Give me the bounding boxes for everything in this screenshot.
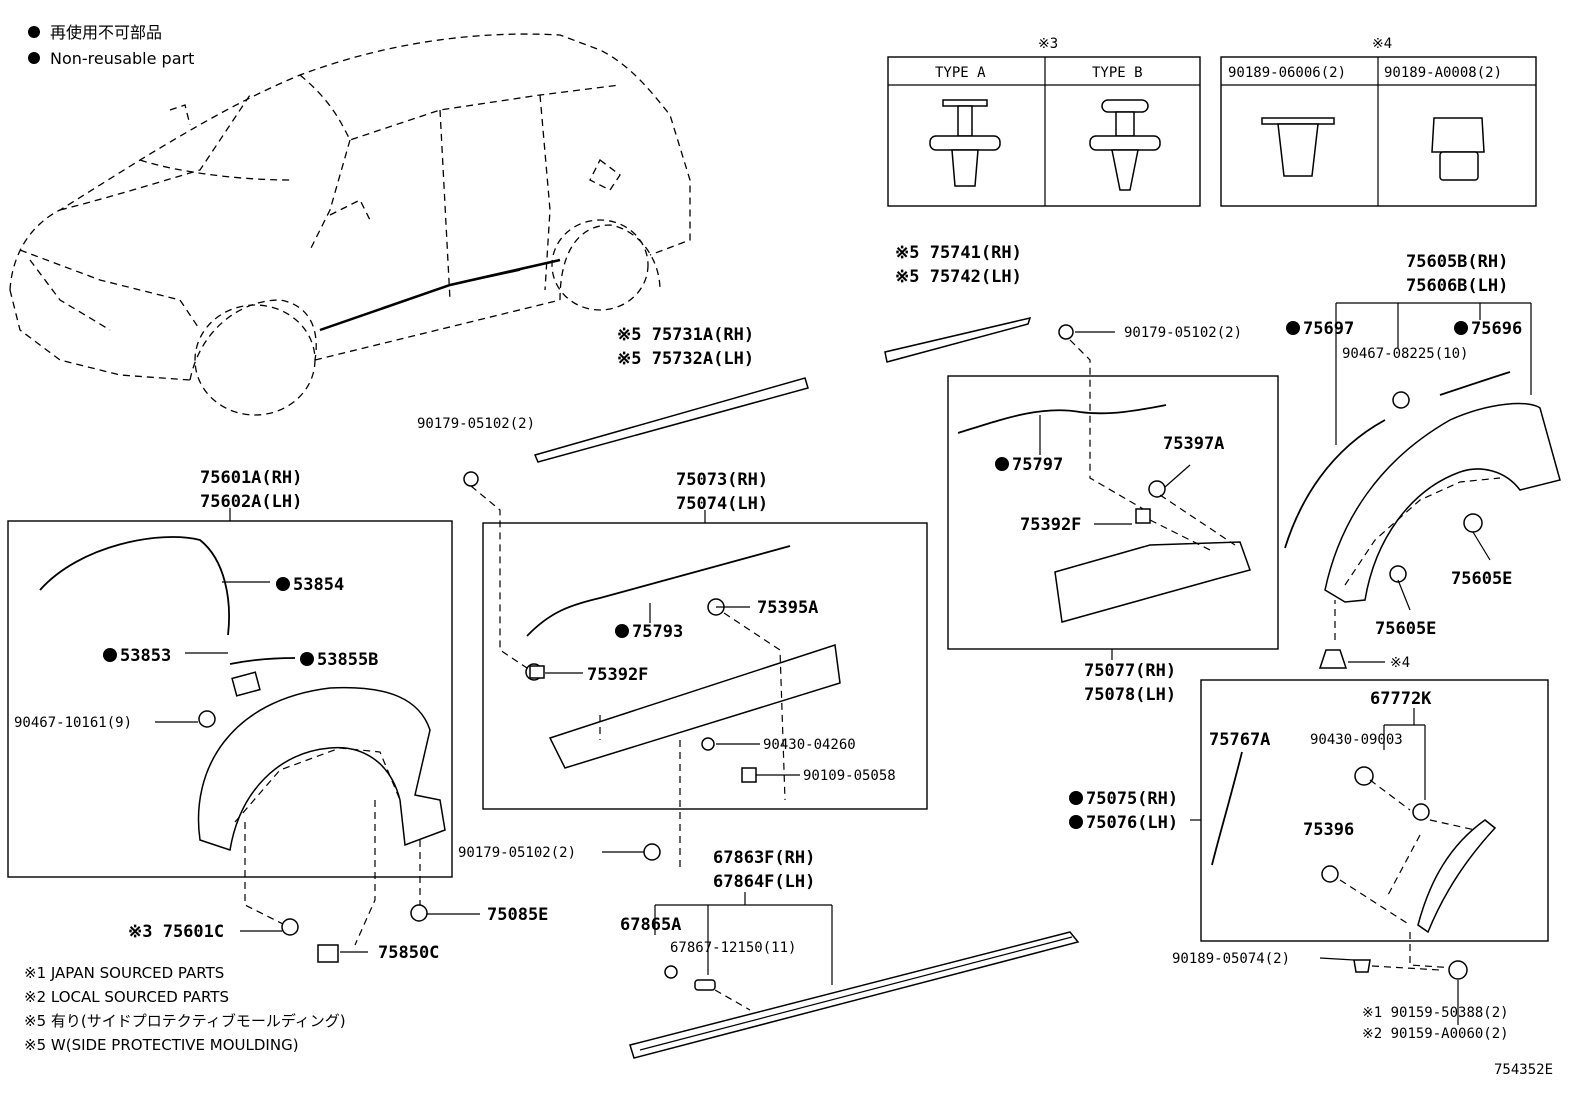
label-75732a: ※5 75732A(LH): [617, 349, 754, 369]
label-90189-05074: 90189-05074(2): [1172, 951, 1290, 967]
clip-1-header: 90189-06006(2): [1228, 65, 1346, 81]
vehicle-outline: [9, 33, 691, 416]
moulding-67863f: [602, 843, 1080, 1059]
legend: 再使用不可部品 Non-reusable part: [28, 23, 194, 68]
label-90430-09003: 90430-09003: [1310, 732, 1403, 748]
non-reusable-dots: [103, 321, 1468, 829]
label-90179-mid: 90179-05102(2): [417, 416, 535, 432]
label-53855b: 53855B: [317, 650, 378, 670]
small-parts-bottom-left: [240, 904, 480, 963]
label-90430-04260: 90430-04260: [763, 737, 856, 753]
label-53853: 53853: [120, 646, 171, 666]
label-marker-4: ※4: [1390, 655, 1410, 671]
marker-3: ※3: [1038, 36, 1058, 52]
label-90179-bottom: 90179-05102(2): [458, 845, 576, 861]
clips-bottom-right: [1319, 957, 1468, 1025]
note-2: ※2 LOCAL SOURCED PARTS: [24, 988, 229, 1006]
label-67865a: 67865A: [620, 915, 681, 935]
type-a-header: TYPE A: [935, 65, 986, 81]
dashed-leaders-upper: [463, 324, 1146, 671]
label-75605e-b: 75605E: [1375, 619, 1436, 639]
label-75395a: 75395A: [757, 598, 818, 618]
box-75601a: [7, 508, 453, 946]
label-75731a: ※5 75731A(RH): [617, 325, 754, 345]
label-75085e: 75085E: [487, 905, 548, 925]
label-75602a: 75602A(LH): [200, 492, 302, 512]
label-90109-05058: 90109-05058: [803, 768, 896, 784]
fender-75605b: [1284, 302, 1561, 669]
note-1: ※1 JAPAN SOURCED PARTS: [24, 964, 224, 982]
label-75392f-right: 75392F: [1020, 515, 1081, 535]
label-75397a: 75397A: [1163, 434, 1224, 454]
part-labels: ※5 75741(RH) ※5 75742(LH) ※5 75731A(RH) …: [14, 243, 1522, 1042]
label-90467-08225: 90467-08225(10): [1342, 346, 1468, 362]
label-67864f: 67864F(LH): [713, 872, 815, 892]
moulding-75731a: [533, 377, 809, 463]
label-75396: 75396: [1303, 820, 1354, 840]
clip-90189-a0008-icon: [1431, 117, 1485, 181]
marker-4: ※4: [1372, 36, 1392, 52]
label-75605b: 75605B(RH): [1406, 252, 1508, 272]
clip-2-header: 90189-A0008(2): [1384, 65, 1502, 81]
box-75077: [947, 375, 1279, 660]
box-75073: [482, 510, 928, 870]
note-3: ※5 有り(サイドプロテクティブモールディング): [24, 1012, 346, 1030]
label-67863f: 67863F(RH): [713, 848, 815, 868]
label-75074: 75074(LH): [676, 494, 768, 514]
moulding-75741: [884, 316, 1032, 363]
label-75601c: ※3 75601C: [128, 922, 224, 942]
label-75075: 75075(RH): [1086, 789, 1178, 809]
label-75741: ※5 75741(RH): [895, 243, 1022, 263]
footnotes: ※1 JAPAN SOURCED PARTS ※2 LOCAL SOURCED …: [24, 964, 346, 1054]
non-reusable-dot-icon: [28, 26, 40, 38]
label-75078: 75078(LH): [1084, 685, 1176, 705]
label-90179-right: 90179-05102(2): [1124, 325, 1242, 341]
label-75392f-mid: 75392F: [587, 665, 648, 685]
label-75696: 75696: [1471, 319, 1522, 339]
label-67867: 67867-12150(11): [670, 940, 796, 956]
label-75797: 75797: [1012, 455, 1063, 475]
label-75601a: 75601A(RH): [200, 468, 302, 488]
legend-ja: 再使用不可部品: [50, 23, 162, 42]
label-75077: 75077(RH): [1084, 661, 1176, 681]
label-67772k: 67772K: [1370, 689, 1432, 709]
drawing-number: 754352E: [1494, 1062, 1553, 1078]
label-90467-10161: 90467-10161(9): [14, 715, 132, 731]
label-75697: 75697: [1303, 319, 1354, 339]
label-75073: 75073(RH): [676, 470, 768, 490]
clip-table-3: ※3 TYPE A TYPE B: [887, 36, 1201, 207]
label-75742: ※5 75742(LH): [895, 267, 1022, 287]
label-53854: 53854: [293, 575, 344, 595]
clip-type-a-icon: [929, 99, 1001, 187]
clip-table-4: ※4 90189-06006(2) 90189-A0008(2): [1220, 36, 1537, 207]
clip-90189-06006-icon: [1261, 117, 1335, 177]
label-90159-a0060: ※2 90159-A0060(2): [1362, 1026, 1509, 1042]
note-4: ※5 W(SIDE PROTECTIVE MOULDING): [24, 1036, 299, 1054]
label-75606b: 75606B(LH): [1406, 276, 1508, 296]
label-75850c: 75850C: [378, 943, 439, 963]
vehicle-side-moulding: [319, 258, 561, 332]
legend-en: Non-reusable part: [50, 49, 194, 68]
label-75767a: 75767A: [1209, 730, 1270, 750]
non-reusable-dot-icon: [28, 52, 40, 64]
box-67772k: [1190, 679, 1549, 969]
label-75605e-a: 75605E: [1451, 569, 1512, 589]
clip-type-b-icon: [1089, 99, 1161, 191]
label-75793: 75793: [632, 622, 683, 642]
label-90159-50388: ※1 90159-50388(2): [1362, 1005, 1509, 1021]
type-b-header: TYPE B: [1092, 65, 1143, 81]
label-75076: 75076(LH): [1086, 813, 1178, 833]
